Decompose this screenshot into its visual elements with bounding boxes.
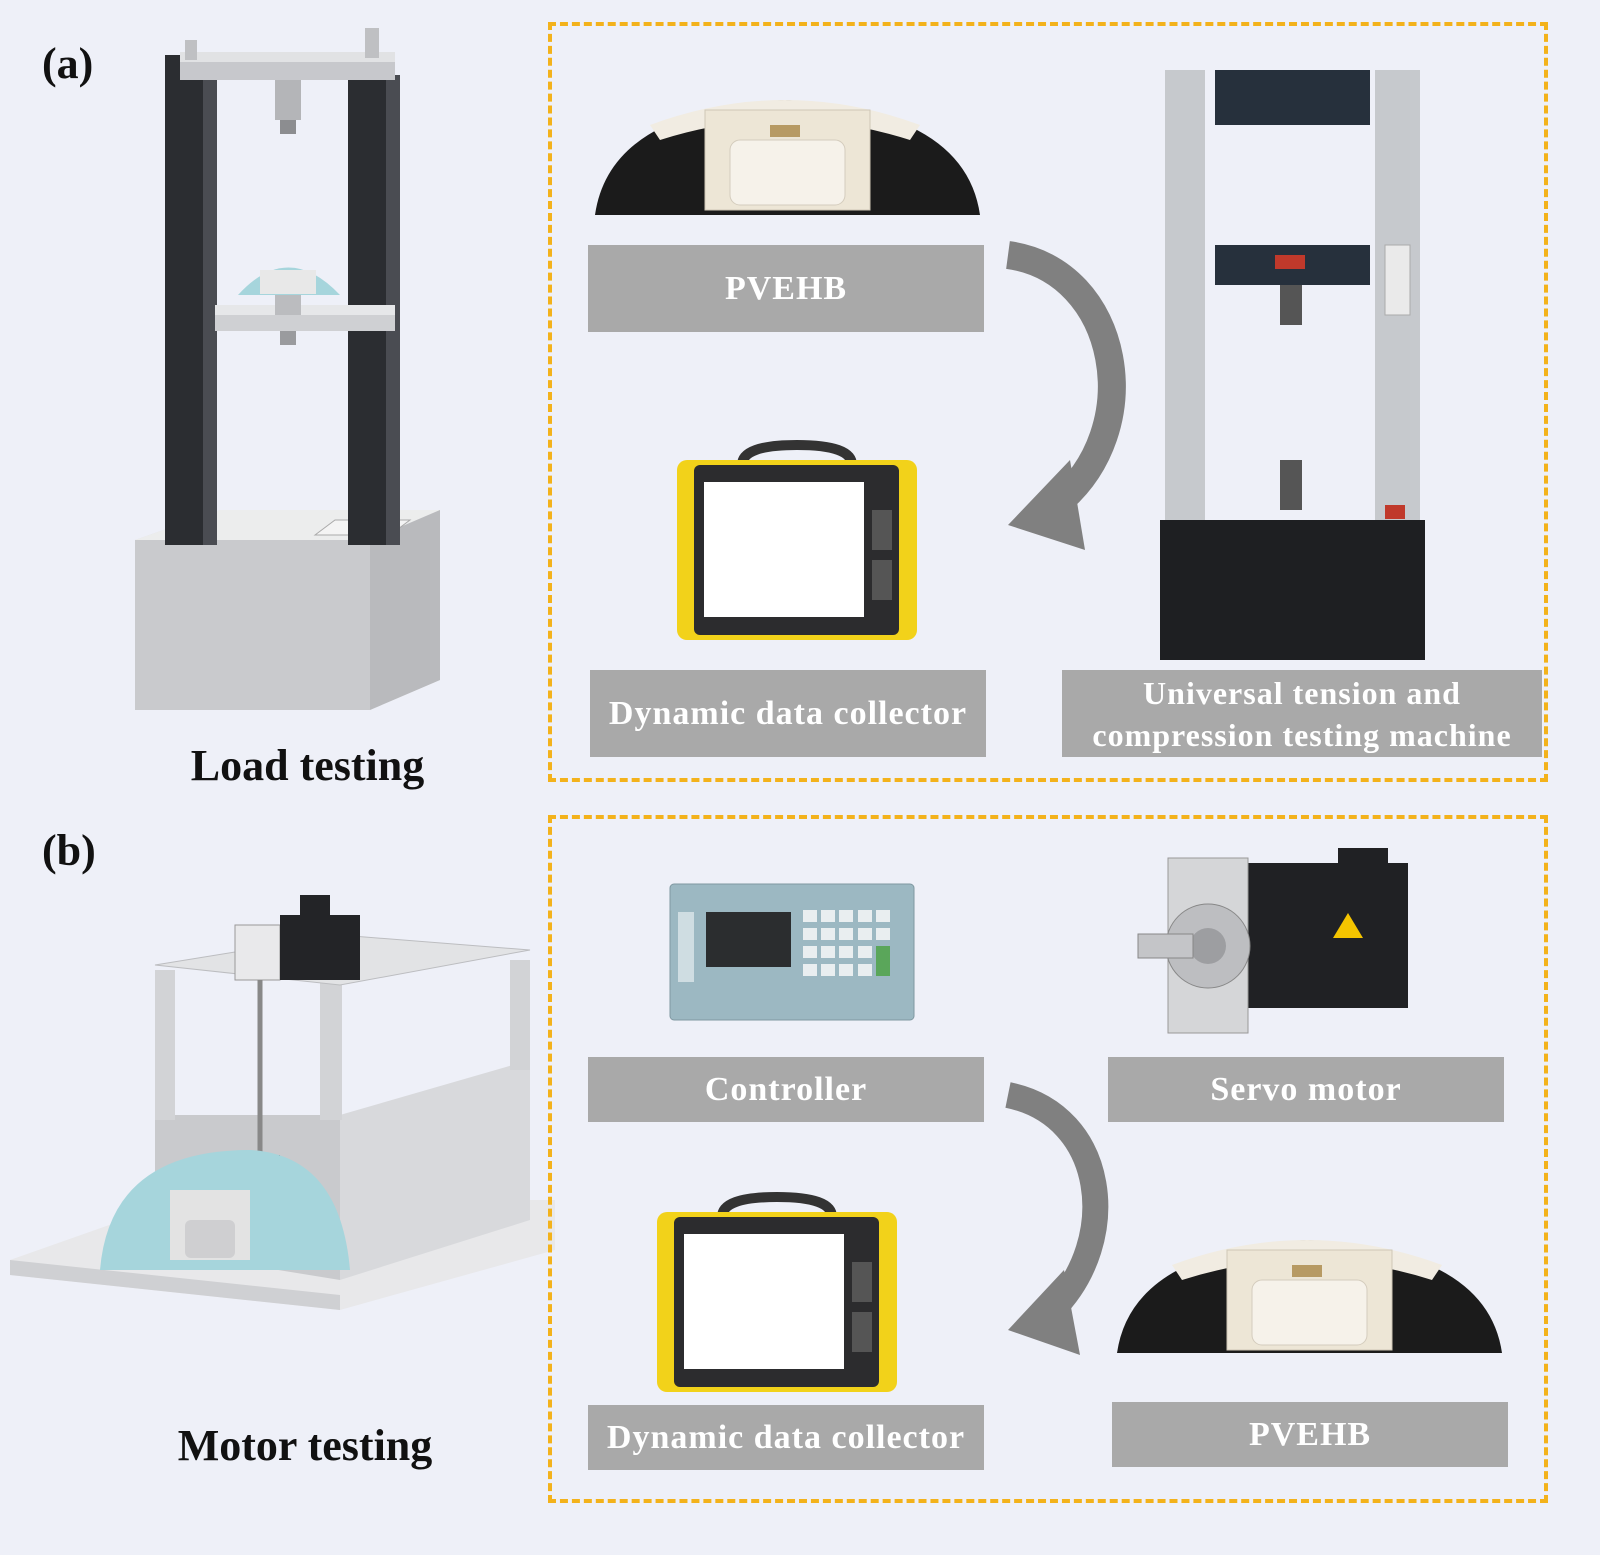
- panel-a-tag: (a): [42, 39, 94, 88]
- flow-arrow-b: [1004, 1082, 1109, 1355]
- flow-arrow-a: [1005, 241, 1126, 550]
- pvehb-label-a: PVEHB: [588, 245, 984, 332]
- servo-motor-image: [1137, 848, 1408, 1034]
- pvehb-device-image-b: [1117, 1240, 1502, 1353]
- machine-label-line1: Universal tension and: [1143, 674, 1461, 711]
- panel-b-equipment-frame: [548, 815, 1548, 1503]
- controller-label: Controller: [588, 1057, 984, 1122]
- pvehb-label-b: PVEHB: [1112, 1402, 1508, 1467]
- load-testing-rig-illustration: [135, 28, 440, 710]
- servo-motor-label: Servo motor: [1108, 1057, 1504, 1122]
- data-collector-image-a: [677, 439, 917, 640]
- panel-b-tag: (b): [42, 826, 96, 875]
- data-collector-label-a: Dynamic data collector: [590, 670, 986, 757]
- pvehb-device-image: [595, 100, 980, 215]
- motor-testing-rig-illustration: [10, 895, 555, 1310]
- motor-testing-caption: Motor testing: [177, 1421, 433, 1470]
- universal-testing-machine-image: [1160, 70, 1425, 660]
- load-testing-caption: Load testing: [190, 741, 425, 790]
- panel-a-equipment-frame: [548, 22, 1548, 782]
- machine-label-line2: compression testing machine: [1092, 716, 1512, 753]
- data-collector-label-b: Dynamic data collector: [588, 1405, 984, 1470]
- universal-testing-machine-label: Universal tension and compression testin…: [1062, 670, 1542, 757]
- data-collector-image-b: [657, 1191, 897, 1392]
- controller-image: [669, 883, 915, 1021]
